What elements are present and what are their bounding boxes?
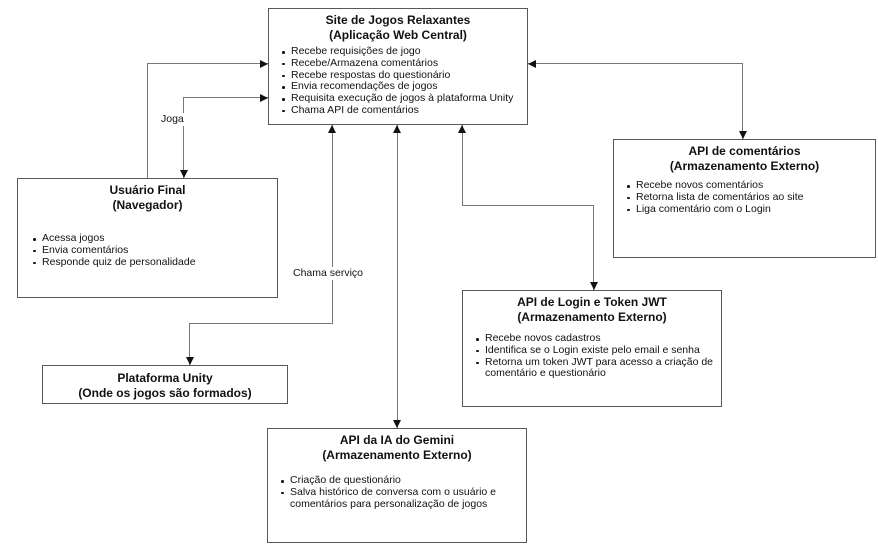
node-unity: Plataforma Unity (Onde os jogos são form… [42,365,288,404]
bullet-item: Salva histórico de conversa com o usuári… [281,486,522,511]
node-bullet-list: Criação de questionário Salva histórico … [268,474,526,511]
bullet-item: Criação de questionário [281,474,522,487]
node-title: Site de Jogos Relaxantes (Aplicação Web … [269,9,527,42]
node-title-line: API de Login e Token JWT [517,295,667,309]
connector-segment [397,125,398,428]
bullet-item: Identifica se o Login existe pelo email … [476,344,717,357]
node-bullet-list: Acessa jogos Envia comentários Responde … [18,232,277,269]
connector-segment [183,97,268,98]
node-comments-api: API de comentários (Armazenamento Extern… [613,139,876,258]
node-subtitle: (Aplicação Web Central) [329,27,467,42]
arrowhead [590,282,598,290]
bullet-item: Responde quiz de personalidade [33,256,273,269]
connector-segment [189,323,333,324]
arrowhead [186,357,194,365]
bullet-item: Acessa jogos [33,232,273,245]
node-title-line: Plataforma Unity [117,371,213,385]
node-login-api: API de Login e Token JWT (Armazenamento … [462,290,722,407]
connector-segment [462,205,593,206]
connector-segment [147,63,268,64]
arrowhead [260,60,268,68]
node-site: Site de Jogos Relaxantes (Aplicação Web … [268,8,528,125]
connector-segment [462,125,463,205]
node-title-line: Usuário Final [109,183,186,197]
arrowhead [739,131,747,139]
bullet-item: Recebe novos comentários [627,179,871,192]
node-subtitle: (Navegador) [112,197,183,212]
connector-segment [183,97,184,178]
arrowhead [458,125,466,133]
edge-label-joga: Joga [158,113,187,126]
node-bullet-list: Recebe requisições de jogo Recebe/Armaze… [269,45,527,117]
node-subtitle: (Armazenamento Externo) [517,309,667,324]
node-bullet-list: Recebe novos comentários Retorna lista d… [614,179,875,216]
arrowhead [393,125,401,133]
node-user: Usuário Final (Navegador) Acessa jogos E… [17,178,278,298]
arrowhead [180,170,188,178]
bullet-item: Retorna lista de comentários ao site [627,191,871,204]
connector-segment [189,323,190,365]
connector-segment [147,63,148,178]
node-title: API de comentários (Armazenamento Extern… [614,140,875,173]
node-title: API de Login e Token JWT (Armazenamento … [463,291,721,324]
bullet-item: Envia recomendações de jogos [282,81,523,93]
bullet-item: Recebe/Armazena comentários [282,57,523,70]
node-subtitle: (Onde os jogos são formados) [78,385,252,400]
connector-segment [528,63,742,64]
edge-label-chama-servico: Chama serviço [290,267,367,280]
bullet-item: Recebe novos cadastros [476,332,717,345]
node-title-line: API da IA do Gemini [339,433,455,447]
node-title: Plataforma Unity (Onde os jogos são form… [43,366,287,400]
node-title-line: Site de Jogos Relaxantes [325,13,471,27]
bullet-item: Recebe respostas do questionário [282,69,523,82]
node-subtitle: (Armazenamento Externo) [322,447,472,462]
connector-segment [332,125,333,323]
bullet-item: Retorna um token JWT para acesso a criaç… [476,356,717,381]
connector-segment [742,63,743,139]
arrowhead [393,420,401,428]
node-title: Usuário Final (Navegador) [18,179,277,212]
node-subtitle: (Armazenamento Externo) [669,158,820,173]
bullet-item: Chama API de comentários [282,104,523,117]
connector-segment [593,205,594,290]
arrowhead [528,60,536,68]
node-title: API da IA do Gemini (Armazenamento Exter… [268,429,526,462]
node-title-line: API de comentários [688,144,801,158]
arrowhead [328,125,336,133]
bullet-item: Envia comentários [33,244,273,257]
node-bullet-list: Recebe novos cadastros Identifica se o L… [463,332,721,381]
bullet-item: Liga comentário com o Login [627,203,871,216]
bullet-item: Requisita execução de jogos à plataforma… [282,92,523,105]
arrowhead [260,94,268,102]
bullet-item: Recebe requisições de jogo [282,45,523,58]
node-gemini-api: API da IA do Gemini (Armazenamento Exter… [267,428,527,543]
